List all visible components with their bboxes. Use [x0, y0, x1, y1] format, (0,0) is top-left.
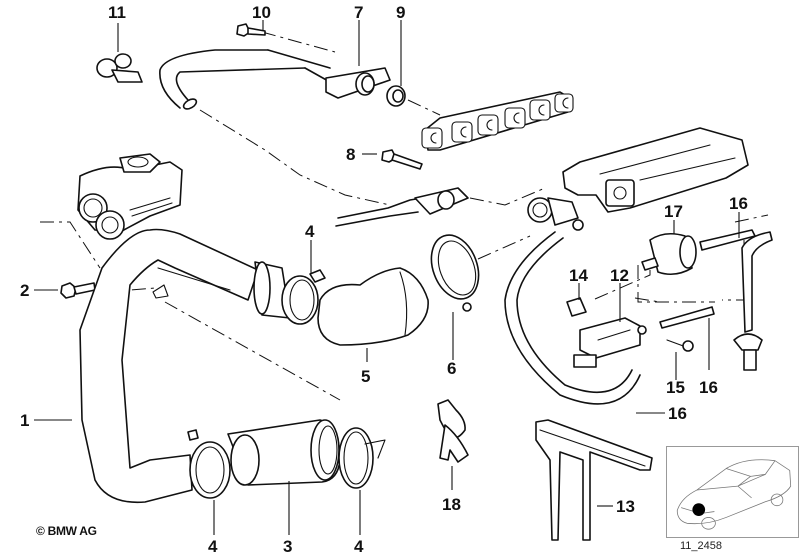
- callout-3: 3: [283, 537, 292, 556]
- turbocharger: [77, 153, 183, 240]
- upper-hose-end: [253, 261, 326, 325]
- callout-16-bottom: 16: [668, 404, 687, 423]
- callout-14: 14: [569, 266, 588, 285]
- vehicle-location-inset: [666, 446, 799, 538]
- callout-18: 18: [442, 495, 461, 514]
- part-16-hoses: [659, 229, 773, 371]
- callout-15: 15: [666, 378, 685, 397]
- leader-lines: [34, 20, 740, 535]
- location-marker: [692, 503, 706, 516]
- egr-valve: [527, 197, 584, 231]
- callout-10: 10: [252, 3, 271, 22]
- intake-manifold: [562, 127, 749, 213]
- callout-16-top: 16: [729, 194, 748, 213]
- part-1-pipe: [79, 228, 259, 504]
- part-7-egr-pipe: [159, 49, 391, 110]
- vacuum-hose-long: [504, 231, 641, 405]
- callout-13: 13: [616, 497, 635, 516]
- part-18-holder: [437, 399, 469, 463]
- callout-9: 9: [396, 3, 405, 22]
- callout-17: 17: [664, 202, 683, 221]
- part-2-bolt: [60, 282, 96, 299]
- part-5-elbow-hose: [317, 267, 429, 346]
- part-12-converter: [573, 317, 647, 368]
- copyright-text: © BMW AG: [36, 524, 97, 538]
- part-14-connector: [566, 297, 587, 317]
- callout-4-lower-left: 4: [208, 537, 218, 556]
- callout-4-lower-right: 4: [354, 537, 364, 556]
- callout-labels: 11 10 7 9 8 2 4 5 6 1 4 3 4 18 13 17 16 …: [20, 3, 748, 556]
- part-11-clip: [96, 53, 143, 83]
- part-6-clamp: [430, 234, 480, 312]
- callout-16-middle: 16: [699, 378, 718, 397]
- part-10-bolt: [236, 23, 266, 37]
- lower-clamps: [187, 427, 386, 499]
- callout-2: 2: [20, 281, 29, 300]
- callout-5: 5: [361, 367, 370, 386]
- part-8-bolt: [381, 149, 423, 170]
- car-outline-icon: [676, 459, 792, 530]
- callout-1: 1: [20, 411, 29, 430]
- callout-12: 12: [610, 266, 629, 285]
- callout-8: 8: [346, 145, 355, 164]
- callout-4-upper: 4: [305, 222, 315, 241]
- part-3-hose: [227, 419, 341, 486]
- callout-6: 6: [447, 359, 456, 378]
- diagram-reference-code: 11_2458: [680, 540, 723, 552]
- part-9-seal: [386, 85, 406, 107]
- part-15-screw: [666, 339, 694, 352]
- lower-egr-pipe: [335, 187, 469, 227]
- callout-7: 7: [354, 3, 363, 22]
- part-17-filter: [641, 232, 697, 276]
- exhaust-manifold: [421, 91, 574, 151]
- part-13-bracket: [535, 419, 653, 541]
- callout-11: 11: [108, 3, 126, 22]
